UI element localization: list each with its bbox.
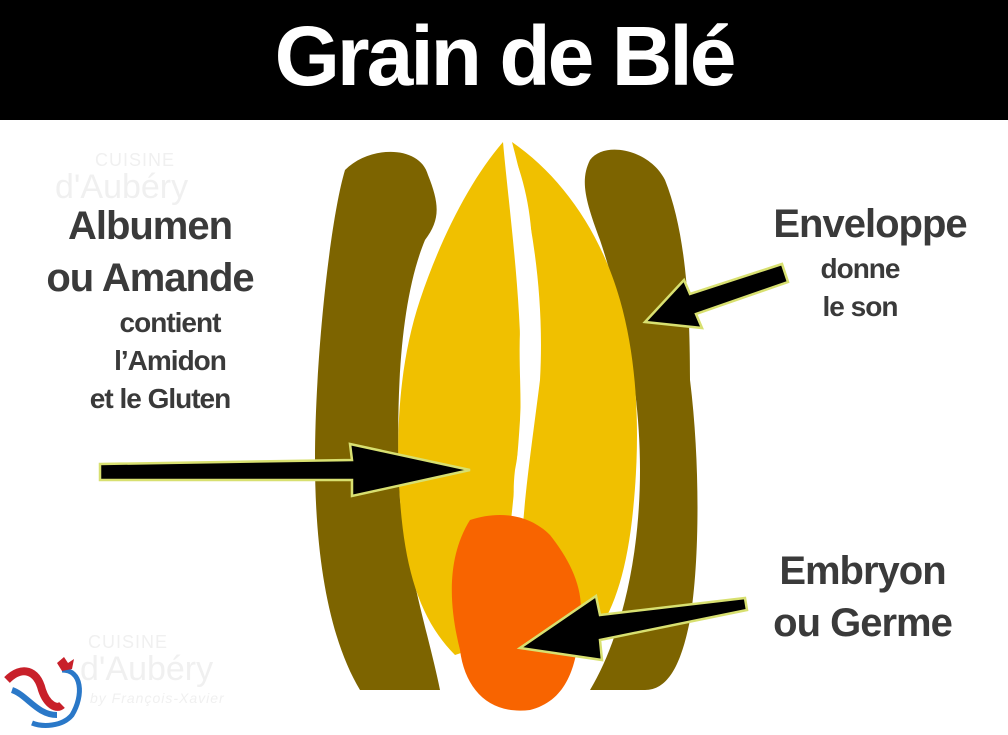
watermark-line1: CUISINE: [95, 150, 176, 170]
watermark-line1: CUISINE: [88, 632, 169, 652]
crease: [505, 145, 533, 515]
label-enveloppe: Enveloppe donne le son: [750, 198, 990, 326]
enveloppe-line2: donne: [820, 253, 901, 284]
husk-right: [584, 149, 698, 690]
rooster-logo: [4, 657, 82, 728]
albumen-line2: ou Amande: [46, 256, 254, 300]
embryon-line2: ou Germe: [773, 601, 953, 645]
albumen-line5: et le Gluten: [89, 383, 231, 414]
arrow-embryon: [516, 593, 749, 662]
label-albumen: Albumen ou Amande contient l’Amidon et l…: [20, 200, 280, 418]
diagram-title: Grain de Blé: [274, 9, 737, 103]
watermark-line2: d'Aubéry: [80, 650, 214, 688]
albumen-line3: contient: [119, 307, 222, 338]
title-bar: [0, 0, 1008, 120]
label-embryon: Embryon ou Germe: [745, 545, 980, 649]
albumen-line4: l’Amidon: [114, 345, 227, 376]
albumen-line1: Albumen: [67, 204, 233, 248]
watermark-line2: d'Aubéry: [55, 168, 189, 206]
arrow-albumen: [98, 442, 471, 498]
embryon-line1: Embryon: [779, 549, 946, 593]
enveloppe-line3: le son: [822, 291, 899, 322]
arrow-enveloppe: [642, 262, 790, 330]
embryo: [451, 515, 581, 711]
endosperm-right: [512, 142, 637, 640]
enveloppe-line1: Enveloppe: [773, 202, 967, 246]
watermark-line3: by François-Xavier: [90, 690, 225, 706]
